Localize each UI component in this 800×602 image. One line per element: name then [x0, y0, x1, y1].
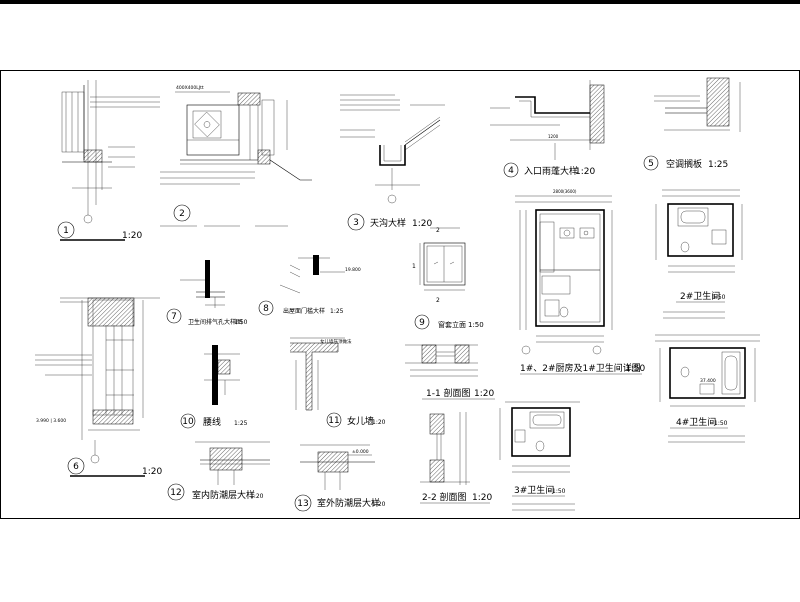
section-2-2-label: 2-2 剖面图	[422, 491, 467, 503]
detail-8-level: 19.800	[345, 267, 361, 273]
detail-7-number: 7	[171, 312, 177, 322]
detail-11: 女儿墙压顶做法 11 女儿墙 1:20	[290, 337, 386, 428]
plan-toilet-4-label: 4#卫生间	[676, 416, 716, 428]
plan-toilet-3-label: 3#卫生间	[514, 484, 554, 496]
top-border-bar	[0, 0, 800, 4]
detail-6-level: 3.990 | 3.600	[36, 418, 66, 424]
detail-10-scale: 1:25	[234, 420, 248, 427]
detail-1-scale: 1:20	[122, 231, 142, 241]
plan-toilet-4: 37.400 4#卫生间 1:50	[655, 334, 760, 443]
detail-3-scale: 1:20	[412, 219, 432, 229]
detail-9-scale: 1:50	[468, 321, 484, 329]
detail-13: ±0.000 13 室外防潮层大样 1:20	[294, 444, 386, 512]
detail-6-scale: 1:20	[142, 467, 162, 477]
svg-text:2: 2	[436, 227, 440, 234]
detail-10: 10 腰线 1:25	[180, 345, 248, 429]
kitchen-top-dim: 2800(3600)	[553, 189, 577, 194]
plan-toilet-2-scale: 1:50	[712, 294, 726, 301]
section-1-1-label: 1-1 剖面图	[426, 387, 471, 399]
detail-7-title: 卫生间排气孔大样图	[188, 318, 242, 326]
detail-3-number: 3	[353, 218, 359, 228]
detail-7-scale: 1:50	[234, 319, 248, 326]
detail-13-number: 13	[297, 499, 308, 509]
plan-toilet-3: 3#卫生间 1:50	[499, 401, 580, 511]
detail-7: 7 卫生间排气孔大样图 1:50	[166, 260, 248, 326]
detail-6: 3.990 | 3.600 6 1:20	[35, 297, 162, 477]
detail-5-scale: 1:25	[708, 160, 728, 170]
detail-10-title: 腰线	[203, 416, 221, 428]
plan-toilet-3-scale: 1:50	[552, 488, 566, 495]
detail-8-number: 8	[263, 304, 269, 314]
svg-text:2: 2	[436, 297, 440, 304]
detail-8-title: 出屋面门槛大样	[283, 307, 325, 315]
plan-kitchen-scale: 1:50	[625, 364, 645, 374]
plan-toilet-4-scale: 1:50	[714, 420, 728, 427]
detail-12-number: 12	[170, 488, 181, 498]
detail-2-top-note: 400X400LJtt	[176, 85, 204, 91]
detail-5: 5 空调搁板 1:25	[643, 77, 741, 171]
detail-4: 1200 4 入口雨蓬大样 1:20	[490, 80, 605, 178]
detail-13-scale: 1:20	[372, 501, 386, 508]
detail-9-title: 窗套立面	[438, 320, 466, 329]
detail-9-number: 9	[419, 318, 425, 328]
svg-text:女儿墙压顶做法: 女儿墙压顶做法	[320, 338, 352, 345]
detail-4-number: 4	[508, 166, 514, 176]
detail-11-scale: 1:20	[372, 419, 386, 426]
svg-text:1: 1	[412, 263, 416, 270]
detail-1-number: 1	[63, 226, 69, 236]
detail-5-number: 5	[648, 159, 654, 169]
detail-8: 19.800 8 出屋面门槛大样 1:25	[258, 255, 361, 316]
detail-11-number: 11	[328, 416, 339, 426]
detail-5-title: 空调搁板	[666, 158, 702, 170]
detail-4-title: 入口雨蓬大样	[524, 165, 578, 177]
section-1-1-scale: 1:20	[474, 389, 494, 399]
section-2-2: 2-2 剖面图 1:20	[420, 412, 492, 504]
detail-12: 12 室内防潮层大样 1:20	[167, 441, 270, 501]
detail-11-title: 女儿墙	[347, 415, 374, 427]
svg-text:1200: 1200	[548, 134, 559, 139]
plan-toilet-2: 2#卫生间 1:50	[655, 189, 743, 319]
detail-2: 400X400LJtt 2	[160, 85, 312, 227]
detail-1: 1 1:20	[57, 80, 160, 241]
section-2-2-scale: 1:20	[472, 493, 492, 503]
detail-12-title: 室内防潮层大样	[192, 489, 255, 501]
detail-4-scale: 1:20	[575, 167, 595, 177]
detail-13-level: ±0.000	[352, 449, 369, 455]
detail-3-title: 天沟大样	[370, 217, 406, 229]
detail-10-number: 10	[182, 417, 194, 427]
detail-2-number: 2	[179, 209, 185, 219]
plan-kitchen-toilet-1: 2800(3600) 1#、2#厨房及1#卫生间详图 1:50	[515, 189, 645, 375]
detail-13-title: 室外防潮层大样	[317, 497, 380, 509]
detail-8-scale: 1:25	[330, 308, 344, 315]
toilet-4-level: 37.400	[700, 378, 716, 384]
section-1-1: 1-1 剖面图 1:20	[405, 344, 495, 400]
plan-toilet-2-label: 2#卫生间	[680, 290, 720, 302]
detail-9: 2 2 1 9 窗套立面 1:50	[412, 227, 484, 330]
detail-12-scale: 1:20	[250, 493, 264, 500]
plan-kitchen-label: 1#、2#厨房及1#卫生间详图	[520, 362, 641, 374]
detail-3: 3 天沟大样 1:20	[340, 94, 445, 231]
detail-6-number: 6	[73, 462, 79, 472]
